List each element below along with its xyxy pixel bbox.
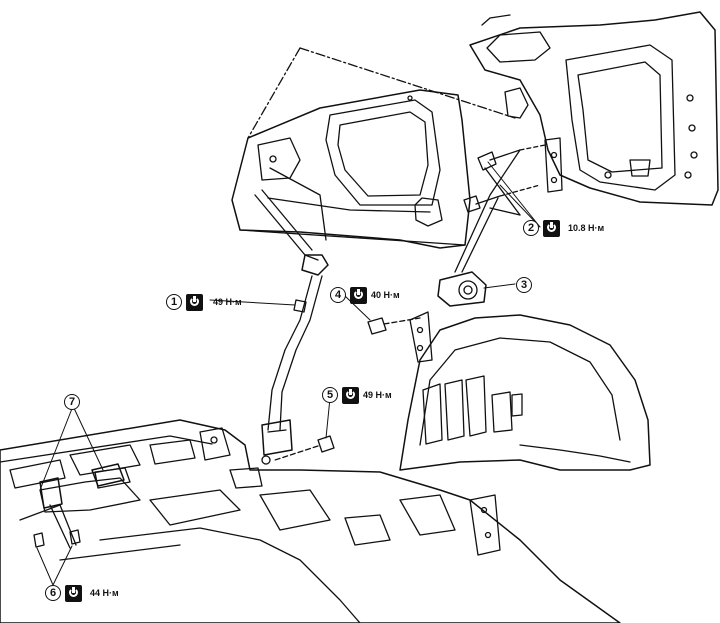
torque-wrench-icon: [65, 584, 82, 602]
bolt-5: [274, 435, 335, 461]
callout-3: 3: [516, 275, 532, 295]
torque-value: 44 Н·м: [90, 588, 119, 598]
leader-lines: [36, 161, 541, 586]
torque-value: 49 Н·м: [213, 297, 242, 307]
torque-value: 10.8 Н·м: [568, 223, 605, 233]
bolts-6: [33, 529, 81, 548]
bolt-4: [367, 317, 421, 335]
callout-1: 1 49 Н·м: [166, 292, 242, 312]
floor-pan: [0, 419, 621, 623]
callout-7: 7: [64, 392, 80, 412]
torque-value: 40 Н·м: [371, 290, 400, 300]
callout-5: 5 49 Н·м: [322, 385, 392, 405]
callout-4: 4 40 Н·м: [330, 285, 400, 305]
callout-6: 6 44 Н·м: [45, 583, 119, 603]
callout-number: 2: [523, 220, 539, 236]
callout-number: 6: [45, 585, 61, 601]
wheel-arch: [399, 311, 651, 471]
retractor-3: [437, 149, 521, 307]
torque-wrench-icon: [350, 286, 367, 304]
torque-wrench-icon: [342, 386, 359, 404]
buckles-7: [39, 463, 125, 549]
torque-value: 49 Н·м: [363, 390, 392, 400]
bolts-2: [463, 144, 546, 216]
quarter-inner-panel: [469, 11, 719, 206]
callout-number: 4: [330, 287, 346, 303]
callout-number: 7: [64, 394, 80, 410]
pillar-panel: [231, 89, 471, 249]
torque-wrench-icon: [186, 293, 203, 311]
callout-number: 5: [322, 387, 338, 403]
callout-2: 2 10.8 Н·м: [523, 218, 604, 238]
reference-line: [247, 47, 516, 139]
torque-wrench-icon: [543, 219, 560, 237]
callout-number: 3: [516, 277, 532, 293]
callout-number: 1: [166, 294, 182, 310]
belt-webbing: [254, 189, 329, 465]
